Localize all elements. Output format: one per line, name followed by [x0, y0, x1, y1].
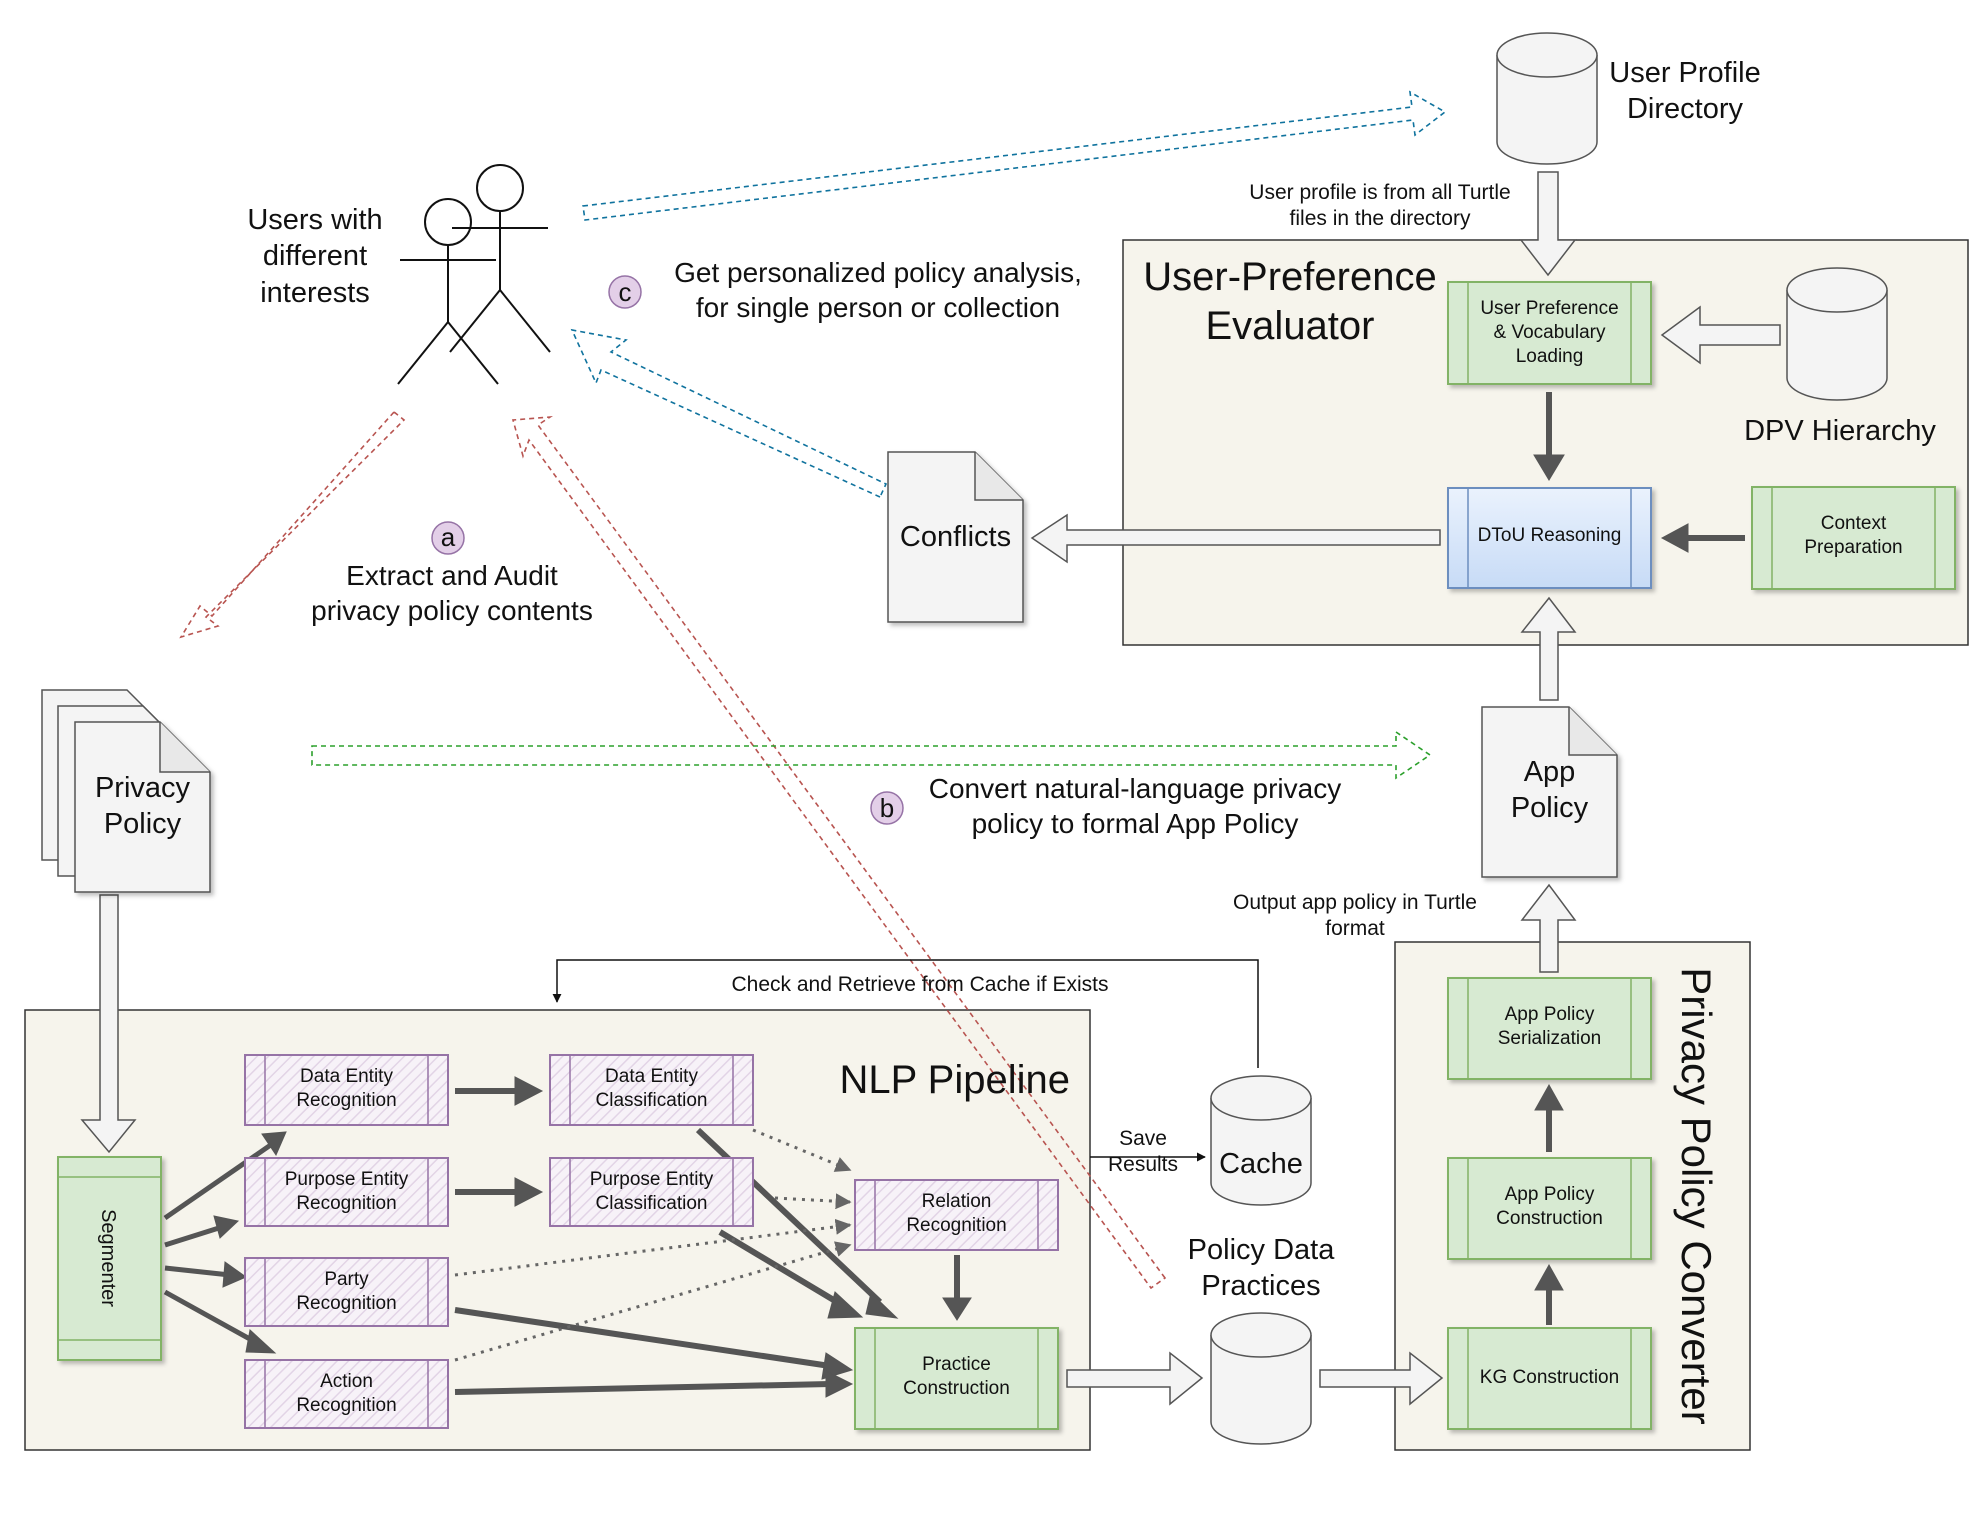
dtou-to-conflicts-arrow: [1030, 513, 1441, 564]
app-policy-serialization-label: App Policy Serialization: [1497, 1004, 1602, 1049]
relation-recognition-box: [854, 1179, 1059, 1251]
context-preparation-box: [1751, 486, 1956, 590]
flow-users-to-privacy-policy-arrow: [179, 410, 406, 639]
policy-data-practices-label: Policy Data Practices: [1187, 1234, 1335, 1303]
cache-check-label: Check and Retrieve from Cache if Exists: [731, 973, 1109, 996]
user-profile-directory-store: [1496, 32, 1598, 165]
dotted-relation-arrows: [454, 1128, 852, 1362]
practice-construction-box: [854, 1327, 1059, 1430]
step-b-text: Convert natural-language privacy policy …: [928, 773, 1342, 839]
flow-conflicts-to-users-arrow: [570, 328, 888, 499]
kg-construction-box: [1447, 1327, 1652, 1430]
privacy-policy-to-segmenter-arrow: [80, 894, 137, 1154]
data-entity-recognition-box: [244, 1054, 449, 1126]
dtou-reasoning-label: DToU Reasoning: [1477, 525, 1622, 546]
evaluator-title: User-Preference Evaluator: [1143, 255, 1437, 348]
output-to-app-policy-arrow: [1520, 883, 1577, 973]
user-profile-note: User profile is from all Turtle files in…: [1249, 181, 1511, 231]
profile-to-loading-arrow: [1519, 171, 1577, 277]
users-icon: [397, 164, 551, 385]
purpose-entity-recognition-label: Purpose Entity Recognition: [284, 1169, 409, 1214]
preference-loading-box: [1447, 281, 1652, 385]
action-recognition-label: Action Recognition: [296, 1371, 397, 1416]
app-policy-construction-box: [1447, 1157, 1652, 1260]
segmenter-box: [57, 1156, 162, 1361]
users-label: Users with different interests: [247, 204, 383, 309]
dpv-hierarchy-store: [1786, 267, 1888, 401]
step-a-text: Extract and Audit privacy policy content…: [311, 560, 593, 626]
app-policy-construction-label: App Policy Construction: [1496, 1184, 1603, 1229]
svg-text:a: a: [441, 522, 456, 552]
app-policy-label: App Policy: [1510, 756, 1589, 825]
step-a-badge: a: [431, 521, 465, 555]
svg-text:c: c: [619, 277, 632, 307]
segmenter-to-recognizers-arrows: [163, 1139, 277, 1346]
kg-construction-label: KG Construction: [1479, 1367, 1620, 1388]
step-c-badge: c: [608, 275, 642, 309]
flow-to-user-profile-arrow: [582, 90, 1447, 221]
party-recognition-label: Party Recognition: [296, 1269, 397, 1314]
nlp-pipeline-title: NLP Pipeline: [839, 1058, 1070, 1102]
dpv-to-loading-arrow: [1660, 305, 1781, 365]
step-b-badge: b: [870, 791, 904, 825]
purpose-entity-recognition-box: [244, 1157, 449, 1227]
preference-loading-label: User Preference & Vocabulary Loading: [1480, 298, 1619, 367]
user-profile-label: User Profile Directory: [1609, 57, 1761, 126]
cache-store: [1210, 1075, 1312, 1206]
conflicts-label: Conflicts: [899, 521, 1012, 553]
dpv-hierarchy-label: DPV Hierarchy: [1744, 415, 1936, 447]
svg-text:b: b: [880, 793, 894, 823]
data-entity-recognition-label: Data Entity Recognition: [296, 1066, 397, 1111]
converter-title: Privacy Policy Converter: [1673, 967, 1720, 1424]
step-c-text: Get personalized policy analysis, for si…: [674, 257, 1082, 323]
policy-data-practices-store: [1210, 1312, 1312, 1445]
output-turtle-label: Output app policy in Turtle format: [1233, 891, 1477, 941]
app-policy-serialization-box: [1447, 977, 1652, 1080]
privacy-policy-document-stack: [41, 689, 211, 893]
dtou-reasoning-box: [1447, 487, 1652, 589]
data-entity-classification-label: Data Entity Classification: [595, 1066, 708, 1111]
app-policy-to-dtou-arrow: [1520, 596, 1577, 701]
segmenter-label: Segmenter: [97, 1209, 119, 1307]
cache-check-connector: [552, 959, 1259, 1068]
purpose-entity-classification-label: Purpose Entity Classification: [589, 1169, 714, 1214]
data-entity-classification-box: [549, 1054, 754, 1126]
privacy-policy-label: Privacy Policy: [94, 772, 191, 841]
data-to-kg-arrow: [1319, 1351, 1444, 1406]
practice-construction-label: Practice Construction: [903, 1354, 1010, 1399]
relation-recognition-label: Relation Recognition: [906, 1191, 1007, 1236]
context-preparation-label: Context Preparation: [1804, 513, 1903, 558]
cache-label: Cache: [1219, 1148, 1303, 1180]
party-recognition-box: [244, 1257, 449, 1327]
purpose-entity-classification-box: [549, 1157, 754, 1227]
save-results-label: Save Results: [1107, 1127, 1179, 1177]
flow-policy-data-to-users-arrow: [511, 415, 1167, 1290]
practice-to-data-arrow: [1066, 1351, 1204, 1406]
action-recognition-box: [244, 1359, 449, 1429]
